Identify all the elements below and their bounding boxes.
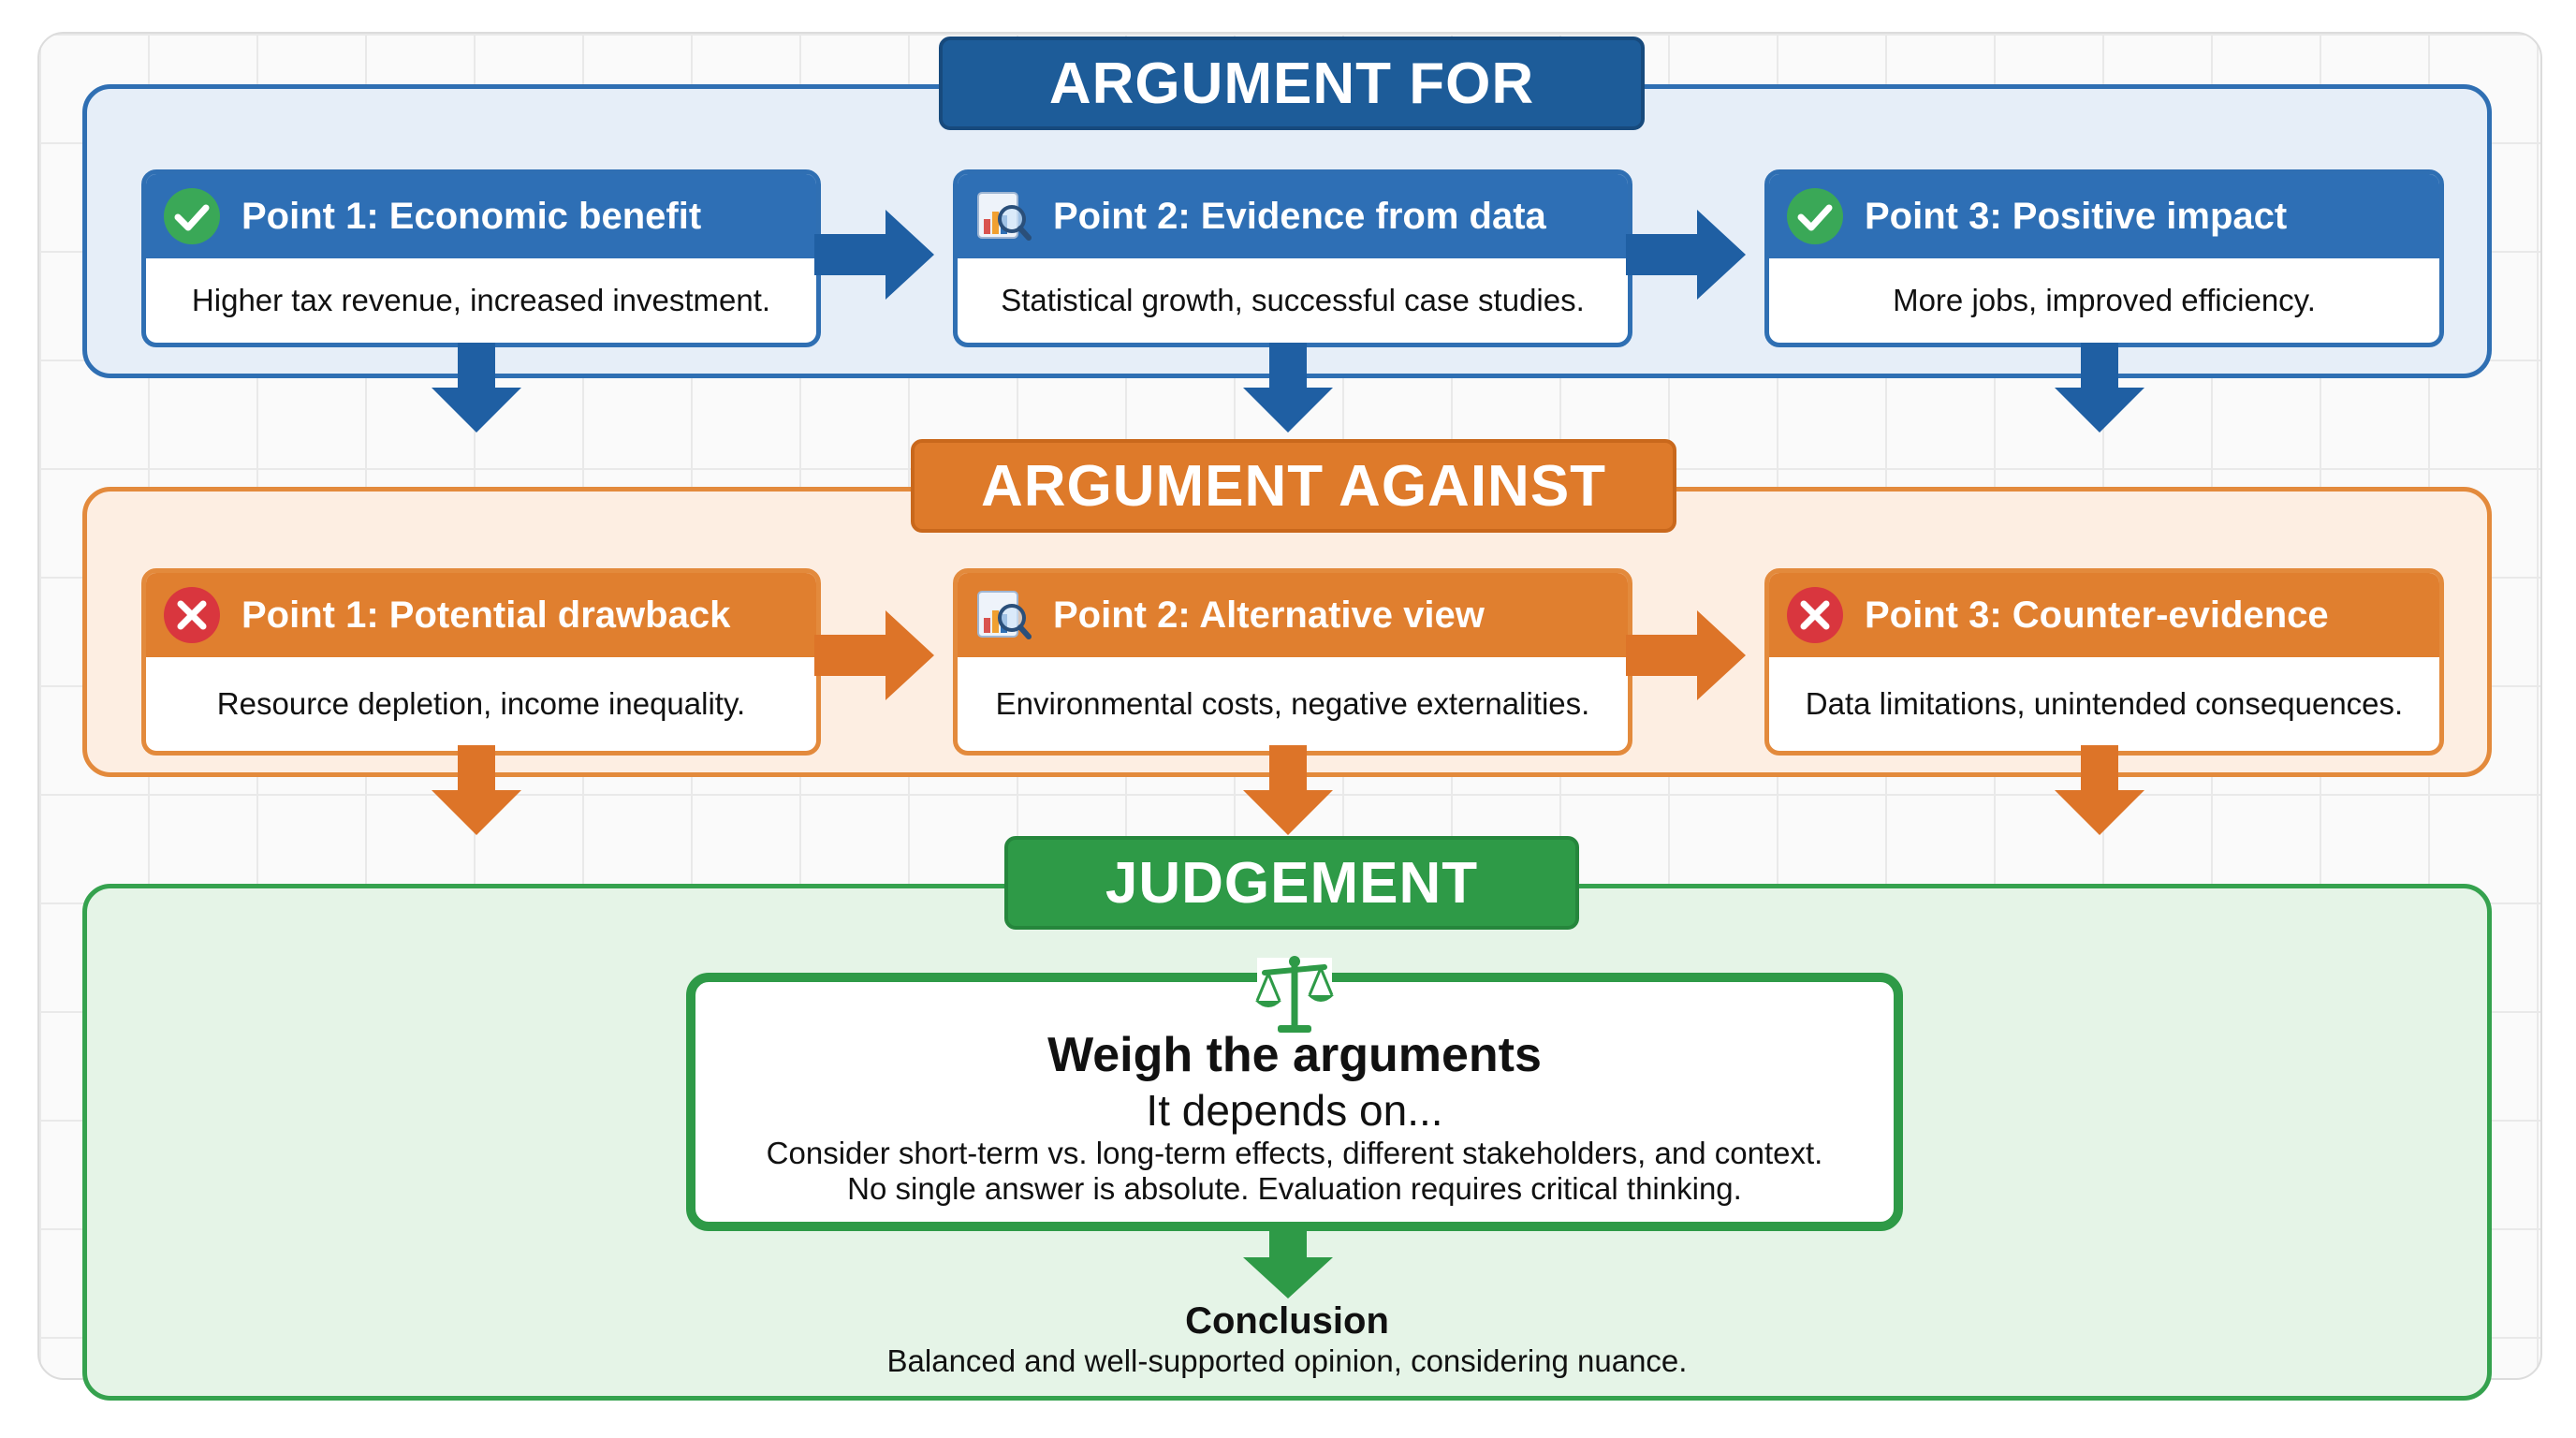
against-point-1-card: Point 1: Potential drawback Resource dep… bbox=[141, 568, 821, 756]
judgement-down-arrow bbox=[1243, 1229, 1333, 1299]
for-point-2-card: Point 2: Evidence from data Statistical … bbox=[953, 169, 1632, 347]
for-point-1-title: Point 1: Economic benefit bbox=[242, 195, 702, 237]
for-point-2-header: Point 2: Evidence from data bbox=[958, 174, 1628, 258]
against-point-3-header: Point 3: Counter-evidence bbox=[1769, 573, 2439, 657]
against-down-arrow-1 bbox=[432, 745, 521, 835]
chart-magnifier-icon bbox=[977, 192, 1032, 241]
judgement-section: JUDGEMENT Weigh the arguments It depends… bbox=[82, 836, 2492, 1401]
for-point-1-card: Point 1: Economic benefit Higher tax rev… bbox=[141, 169, 821, 347]
against-point-1-text: Resource depletion, income inequality. bbox=[216, 686, 746, 721]
judgement-banner: JUDGEMENT bbox=[1004, 836, 1579, 930]
for-down-arrow-1 bbox=[432, 343, 521, 433]
judgement-line-2: No single answer is absolute. Evaluation… bbox=[847, 1171, 1742, 1206]
for-point-2-title: Point 2: Evidence from data bbox=[1053, 195, 1546, 237]
against-point-1-title: Point 1: Potential drawback bbox=[242, 594, 731, 636]
against-point-3-card: Point 3: Counter-evidence Data limitatio… bbox=[1764, 568, 2444, 756]
argument-for-banner: ARGUMENT FOR bbox=[939, 37, 1645, 130]
against-down-arrow-2 bbox=[1243, 745, 1333, 835]
for-point-3-header: Point 3: Positive impact bbox=[1769, 174, 2439, 258]
chart-magnifier-icon bbox=[977, 591, 1032, 639]
against-point-2-text: Environmental costs, negative externalit… bbox=[995, 686, 1590, 721]
against-point-2-title: Point 2: Alternative view bbox=[1053, 594, 1485, 636]
cross-icon bbox=[1787, 587, 1843, 643]
judgement-line-1: Consider short-term vs. long-term effect… bbox=[766, 1136, 1823, 1170]
against-point-1-header: Point 1: Potential drawback bbox=[146, 573, 816, 657]
for-down-arrow-3 bbox=[2055, 343, 2144, 433]
for-down-arrow-2 bbox=[1243, 343, 1333, 433]
against-point-3-text: Data limitations, unintended consequence… bbox=[1805, 686, 2404, 721]
against-arrow-2-to-3 bbox=[1626, 610, 1746, 700]
for-point-1-header: Point 1: Economic benefit bbox=[146, 174, 816, 258]
cross-icon bbox=[164, 587, 220, 643]
against-point-3-title: Point 3: Counter-evidence bbox=[1865, 594, 2329, 636]
scales-icon bbox=[1255, 956, 1334, 1038]
for-point-3-card: Point 3: Positive impact More jobs, impr… bbox=[1764, 169, 2444, 347]
conclusion-title: Conclusion bbox=[1185, 1300, 1389, 1342]
argument-against-section: ARGUMENT AGAINST Point 1: Potential draw… bbox=[82, 439, 2492, 777]
for-point-2-text: Statistical growth, successful case stud… bbox=[1001, 283, 1585, 317]
check-icon bbox=[1787, 188, 1843, 244]
against-point-2-header: Point 2: Alternative view bbox=[958, 573, 1628, 657]
against-arrow-1-to-2 bbox=[814, 610, 934, 700]
argument-for-section: ARGUMENT FOR Point 1: Economic benefit H… bbox=[82, 37, 2492, 378]
against-down-arrow-3 bbox=[2055, 745, 2144, 835]
conclusion-text: Balanced and well-supported opinion, con… bbox=[886, 1343, 1688, 1378]
check-icon bbox=[164, 188, 220, 244]
argument-against-banner: ARGUMENT AGAINST bbox=[911, 439, 1676, 533]
for-point-1-text: Higher tax revenue, increased investment… bbox=[191, 283, 771, 317]
against-point-2-card: Point 2: Alternative view Environmental … bbox=[953, 568, 1632, 756]
for-point-3-text: More jobs, improved efficiency. bbox=[1893, 283, 2316, 317]
depends-on-subtitle: It depends on... bbox=[1146, 1086, 1443, 1135]
for-arrow-2-to-3 bbox=[1626, 210, 1746, 300]
for-point-3-title: Point 3: Positive impact bbox=[1865, 195, 2288, 237]
for-arrow-1-to-2 bbox=[814, 210, 934, 300]
